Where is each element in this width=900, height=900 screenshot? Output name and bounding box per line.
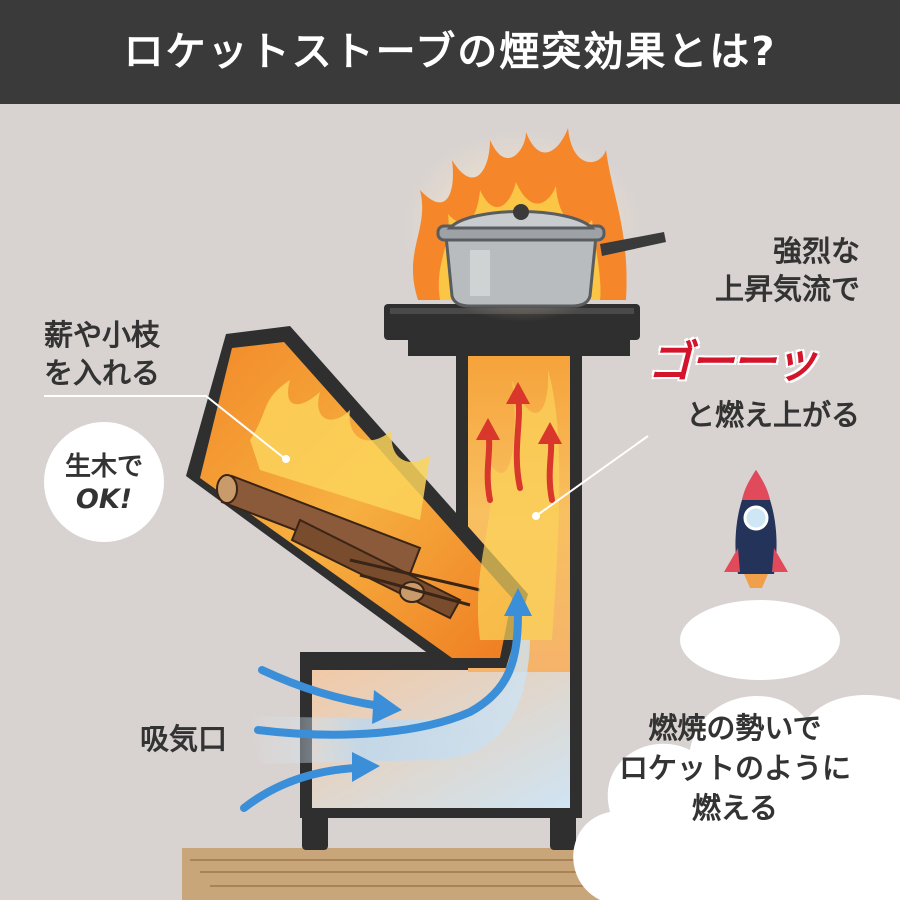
intake-label: 吸気口 [140, 722, 228, 756]
pot-icon [436, 204, 666, 308]
fuel-label: 薪や小枝 を入れる [44, 316, 160, 392]
cloud-icon [573, 695, 900, 900]
rocket-caption: 燃焼の勢いで ロケットのように 燃える [600, 708, 870, 828]
fuel-label-line1: 薪や小枝 [44, 318, 161, 352]
chute-flames [250, 380, 430, 520]
rocket-caption-line1: 燃焼の勢いで [648, 711, 822, 745]
rocket-caption-line3: 燃える [691, 791, 779, 825]
updraft-leader-line [535, 435, 649, 517]
title-bar [0, 0, 900, 104]
fuel-leader-line [44, 395, 285, 459]
updraft-label-bottom: と燃え上がる [685, 398, 860, 432]
updraft-label-line1: 強烈な [772, 234, 860, 268]
rocket-icon [724, 470, 788, 588]
sound-effect-text: ゴーーッ [648, 337, 818, 388]
badge-line1: 生木で [64, 452, 143, 482]
rocket-caption-line2: ロケットのように [618, 751, 851, 785]
stove-leg-left [302, 814, 328, 850]
logs [216, 474, 481, 620]
intake-arrowheads [352, 588, 532, 782]
page-title: ロケットストーブの煙突効果とは? [123, 29, 777, 75]
chimney-flames [477, 370, 560, 640]
badge-line2: OK! [75, 484, 133, 515]
intake-arrows [240, 608, 522, 812]
updraft-label-top: 強烈な 上昇気流で [640, 232, 860, 308]
stove-leg-right [550, 814, 576, 850]
stove-collar [408, 336, 630, 356]
fuel-label-line2: を入れる [44, 356, 161, 390]
green-wood-badge: 生木で OK! [44, 422, 164, 542]
updraft-arrowheads [476, 382, 562, 444]
updraft-label-line2: 上昇気流で [714, 272, 860, 306]
